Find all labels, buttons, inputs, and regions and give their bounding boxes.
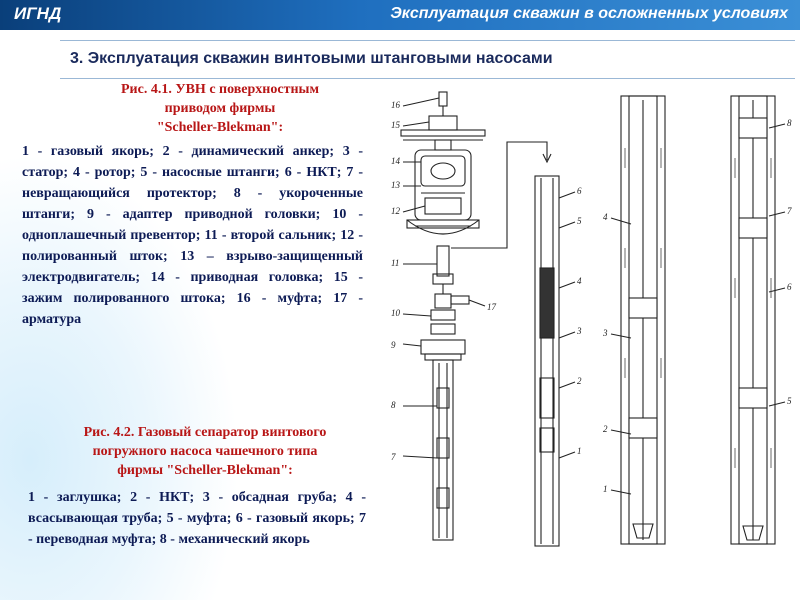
figure1-caption-line3: "Scheller-Blekman": bbox=[156, 120, 284, 135]
downhole-pump-drawing bbox=[451, 141, 576, 547]
figure1-legend: 1 - газовый якорь; 2 - динамический анке… bbox=[22, 144, 363, 327]
callout-label: 7 bbox=[391, 452, 396, 462]
figure2-caption: Рис. 4.2. Газовый сепаратор винтового по… bbox=[40, 423, 370, 480]
figure1-caption-line2: приводом фирмы bbox=[164, 101, 276, 116]
callout-label: 4 bbox=[603, 212, 608, 222]
figure1-caption: Рис. 4.1. УВН с поверхностным приводом ф… bbox=[70, 80, 370, 137]
divider-top bbox=[60, 40, 795, 41]
callout-label: 12 bbox=[391, 206, 401, 216]
figure2-caption-line3: фирмы "Scheller-Blekman": bbox=[117, 463, 293, 478]
callout-label: 3 bbox=[576, 326, 582, 336]
callout-label: 8 bbox=[787, 118, 792, 128]
callout-label: 6 bbox=[787, 282, 792, 292]
callout-label: 7 bbox=[787, 206, 792, 216]
callout-label: 8 bbox=[391, 400, 396, 410]
callout-label: 11 bbox=[391, 258, 399, 268]
callout-label: 2 bbox=[603, 424, 608, 434]
callout-label: 16 bbox=[391, 100, 401, 110]
callout-label: 15 bbox=[391, 120, 401, 130]
surface-drive-drawing bbox=[400, 91, 486, 541]
figure2-caption-line1: Рис. 4.2. Газовый сепаратор винтового bbox=[83, 425, 327, 440]
gas-separator-drawing bbox=[610, 95, 786, 545]
pump-diagram: 16 15 14 13 12 11 17 10 9 8 7 6 5 4 3 2 … bbox=[391, 91, 792, 547]
callout-label: 5 bbox=[787, 396, 792, 406]
callout-label: 6 bbox=[577, 186, 582, 196]
callout-label: 10 bbox=[391, 308, 401, 318]
figure2-caption-line2: погружного насоса чашечного типа bbox=[92, 444, 318, 459]
header-subject: Эксплуатация скважин в осложненных услов… bbox=[390, 5, 788, 22]
brand-label: ИГНД bbox=[14, 4, 62, 23]
callout-label: 3 bbox=[602, 328, 608, 338]
figure2-legend: 1 - заглушка; 2 - НКТ; 3 - обсадная груб… bbox=[28, 490, 366, 547]
divider-title bbox=[60, 78, 795, 79]
callout-label: 4 bbox=[577, 276, 582, 286]
callout-label: 1 bbox=[603, 484, 608, 494]
header-bar: ИГНД Эксплуатация скважин в осложненных … bbox=[0, 0, 800, 30]
callout-label: 1 bbox=[577, 446, 582, 456]
callout-label: 5 bbox=[577, 216, 582, 226]
callout-label: 13 bbox=[391, 180, 401, 190]
page-title: 3. Эксплуатация скважин винтовыми штанго… bbox=[70, 50, 553, 67]
callout-label: 17 bbox=[487, 302, 497, 312]
callout-label: 14 bbox=[391, 156, 401, 166]
figure1-caption-line1: Рис. 4.1. УВН с поверхностным bbox=[120, 82, 320, 97]
callout-label: 2 bbox=[577, 376, 582, 386]
callout-label: 9 bbox=[391, 340, 396, 350]
